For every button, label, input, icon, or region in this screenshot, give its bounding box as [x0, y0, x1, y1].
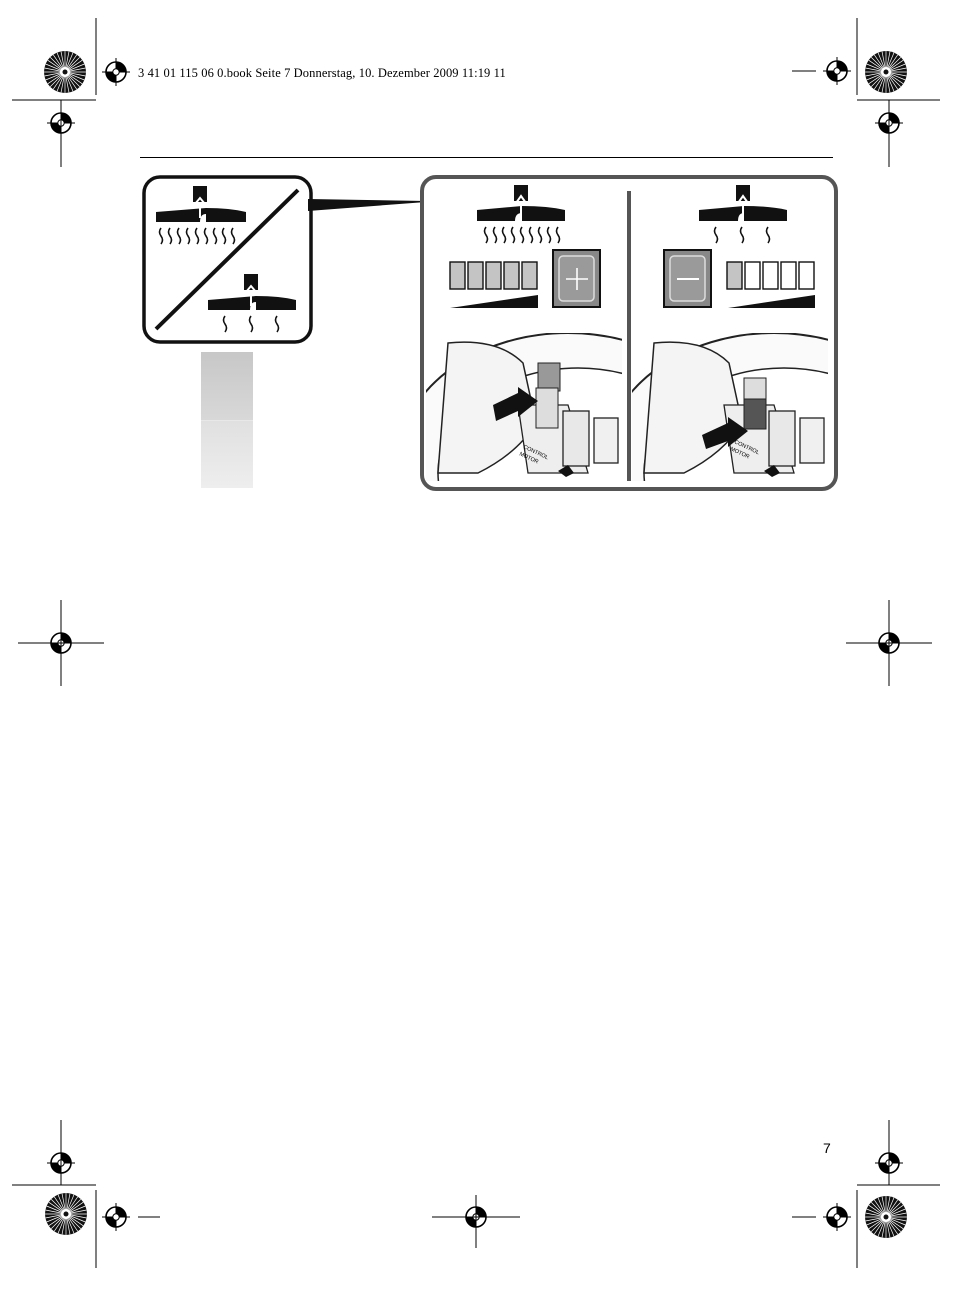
high-suction-nozzle-icon	[156, 186, 246, 245]
level-segment	[780, 261, 797, 290]
level-segment	[744, 261, 761, 290]
level-indicator-increase	[449, 261, 538, 290]
suction-power-symbol	[142, 175, 313, 344]
callout-connector	[308, 199, 426, 211]
level-segment	[449, 261, 466, 290]
level-segment	[467, 261, 484, 290]
shade-block	[201, 352, 253, 488]
level-segment	[762, 261, 779, 290]
level-segment	[798, 261, 815, 290]
panel-increase: CONTROL MOTOR	[426, 185, 622, 481]
level-segment	[485, 261, 502, 290]
level-segment	[521, 261, 538, 290]
low-suction-nozzle-icon	[208, 274, 296, 333]
level-segment	[503, 261, 520, 290]
level-segment	[726, 261, 743, 290]
header-file-info: 3 41 01 115 06 0.book Seite 7 Donnerstag…	[138, 66, 506, 80]
level-indicator-decrease	[726, 261, 815, 290]
header-rule	[140, 157, 833, 158]
suction-adjustment-figure: CONTROL MOTOR CONTROL MOTOR	[420, 175, 838, 491]
page-number: 7	[823, 1140, 831, 1156]
panel-decrease: CONTROL MOTOR	[632, 185, 828, 481]
